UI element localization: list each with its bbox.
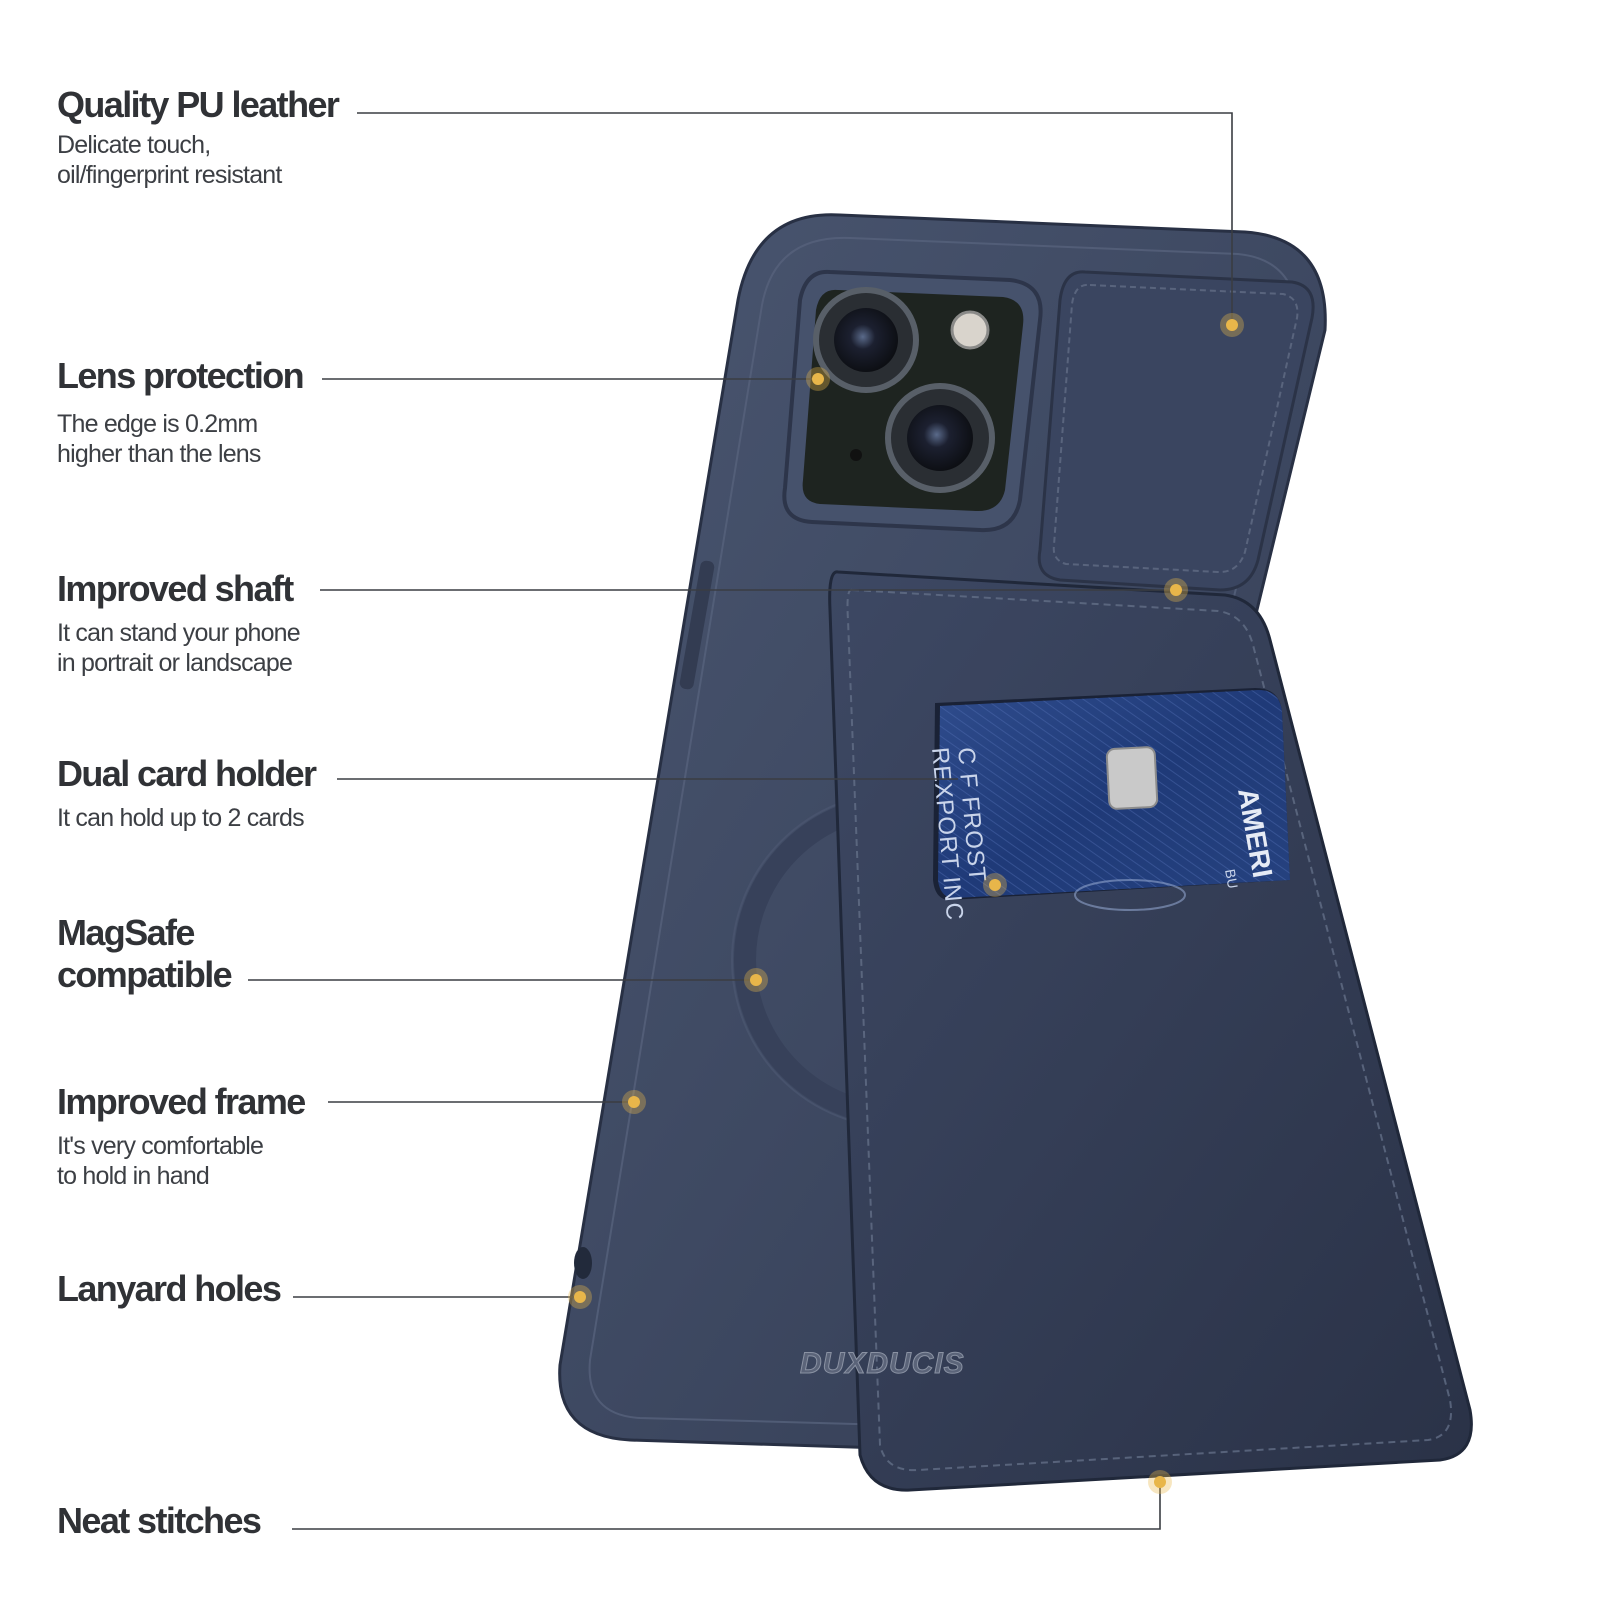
callout-line-stitch bbox=[292, 1484, 1161, 1530]
feature-title: Lens protection bbox=[57, 355, 305, 396]
feature-desc-line: It can stand your phone bbox=[57, 619, 301, 647]
feature-desc-line: It can hold up to 2 cards bbox=[57, 804, 305, 832]
marker-stitch bbox=[1148, 1470, 1172, 1494]
marker-leather bbox=[1220, 313, 1244, 337]
feature-title: Improved shaft bbox=[57, 568, 294, 609]
feature-title: compatible bbox=[57, 954, 233, 995]
brand-logo: DUXDUCIS bbox=[800, 1347, 965, 1380]
feature-desc-line: Delicate touch, bbox=[57, 131, 211, 159]
feature-dual-card-holder: Dual card holder It can hold up to 2 car… bbox=[57, 753, 317, 833]
credit-card: C F FROST REXPORT INC AMERI BU bbox=[926, 690, 1290, 922]
feature-title: Neat stitches bbox=[57, 1500, 262, 1541]
feature-quality-leather: Quality PU leather Delicate touch, oil/f… bbox=[57, 84, 340, 190]
marker-lanyard bbox=[568, 1285, 592, 1309]
feature-lanyard-holes: Lanyard holes bbox=[57, 1268, 282, 1310]
feature-desc-line: to hold in hand bbox=[57, 1162, 210, 1190]
feature-title: Quality PU leather bbox=[57, 84, 340, 125]
feature-magsafe: MagSafe compatible bbox=[57, 912, 233, 996]
marker-frame bbox=[622, 1090, 646, 1114]
feature-title: Dual card holder bbox=[57, 753, 317, 794]
camera-module bbox=[782, 269, 1043, 533]
wallet-flap: C F FROST REXPORT INC AMERI BU bbox=[828, 570, 1473, 1492]
feature-neat-stitches: Neat stitches bbox=[57, 1500, 262, 1542]
feature-title: MagSafe bbox=[57, 912, 195, 953]
card-issuer-sub: BU bbox=[1222, 868, 1241, 890]
callout-line-leather bbox=[357, 112, 1233, 325]
marker-lens bbox=[806, 367, 830, 391]
feature-desc-line: The edge is 0.2mm bbox=[57, 410, 258, 438]
marker-magsafe bbox=[744, 968, 768, 992]
feature-desc-line: It's very comfortable bbox=[57, 1132, 264, 1160]
leather-panel bbox=[1037, 270, 1315, 592]
callout-markers bbox=[568, 313, 1244, 1494]
feature-title: Lanyard holes bbox=[57, 1268, 282, 1309]
feature-title: Improved frame bbox=[57, 1081, 306, 1122]
feature-improved-shaft: Improved shaft It can stand your phone i… bbox=[57, 568, 301, 678]
feature-lens-protection: Lens protection The edge is 0.2mm higher… bbox=[57, 355, 305, 469]
marker-card bbox=[983, 873, 1007, 897]
feature-desc-line: oil/fingerprint resistant bbox=[57, 161, 282, 189]
feature-improved-frame: Improved frame It's very comfortable to … bbox=[57, 1081, 306, 1191]
card-chip bbox=[1105, 746, 1159, 810]
marker-shaft bbox=[1164, 578, 1188, 602]
feature-desc-line: in portrait or landscape bbox=[57, 649, 293, 677]
feature-desc-line: higher than the lens bbox=[57, 440, 261, 468]
callout-lines bbox=[248, 112, 1233, 1530]
